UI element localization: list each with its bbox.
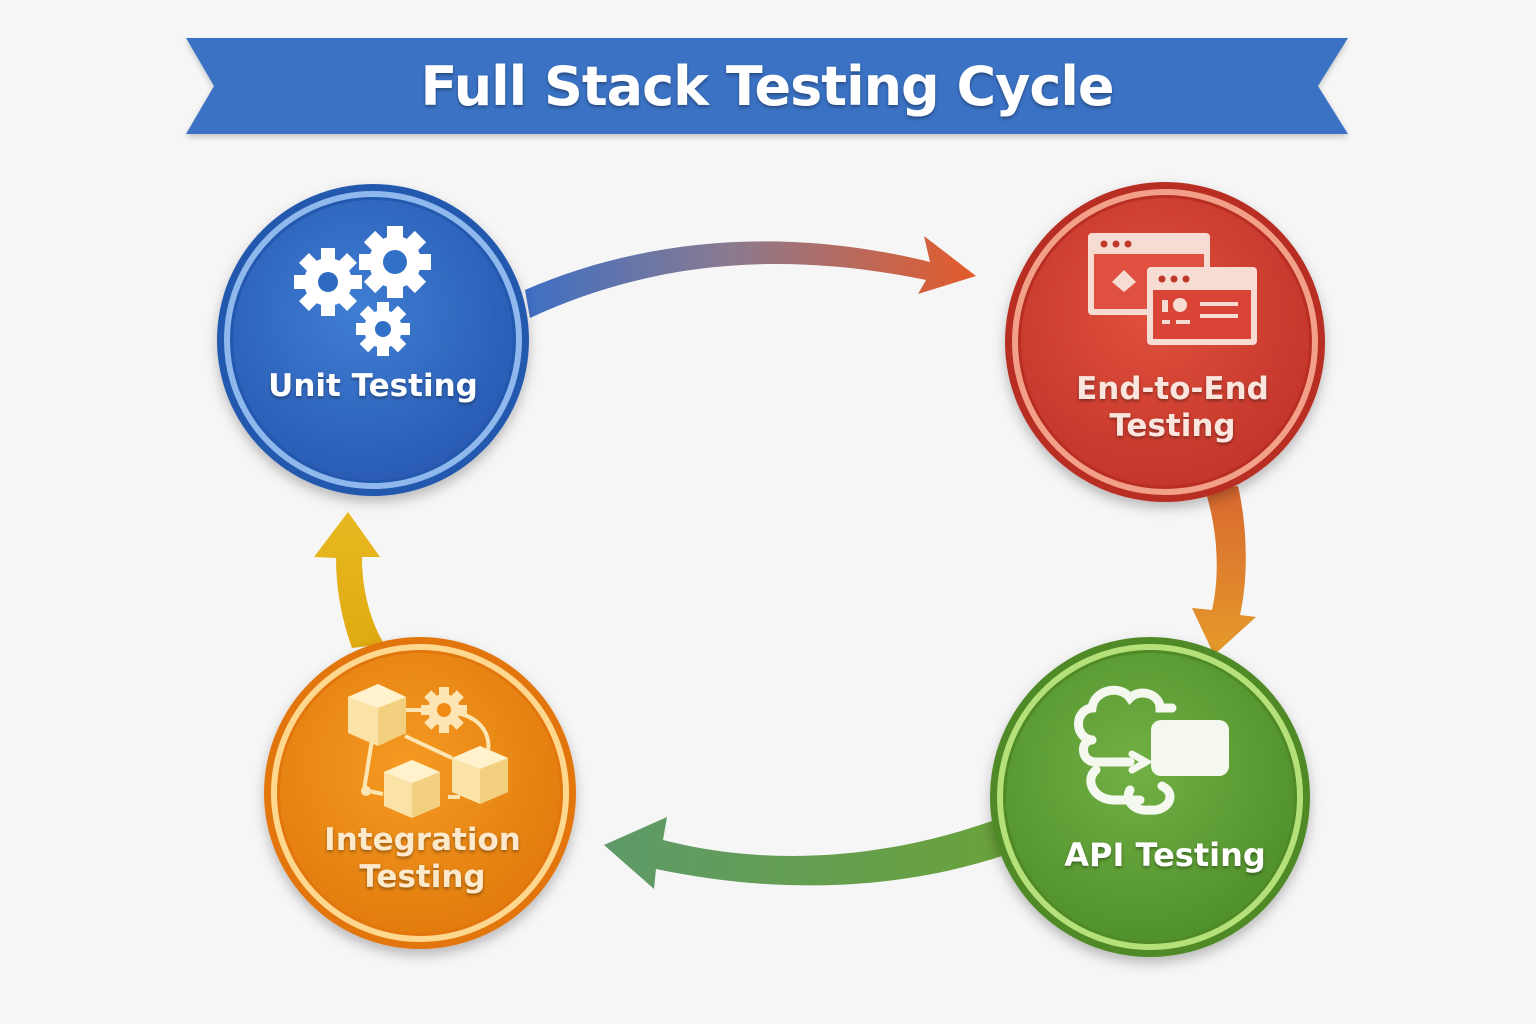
arrow-unit-to-e2e	[525, 236, 976, 318]
label-end-to-end-testing: End-to-End Testing	[1025, 371, 1320, 445]
label-line: API Testing	[1064, 836, 1266, 874]
node-integration-testing[interactable]	[264, 637, 576, 949]
connected-cubes-icon	[348, 684, 508, 818]
label-integration-testing: Integration Testing	[280, 822, 565, 896]
arrow-integration-to-unit	[314, 512, 384, 648]
node-end-to-end-testing[interactable]	[1005, 182, 1325, 502]
label-line: Testing	[1109, 408, 1236, 445]
label-unit-testing: Unit Testing	[233, 368, 513, 405]
node-api-testing[interactable]	[990, 637, 1310, 957]
arrow-api-to-integration	[604, 817, 1005, 889]
browser-windows-icon	[1088, 233, 1257, 345]
label-line: Testing	[359, 859, 486, 896]
label-line: Unit Testing	[268, 368, 478, 404]
label-line: Integration	[324, 822, 521, 858]
label-api-testing: API Testing	[1020, 836, 1310, 874]
arrow-e2e-to-api	[1192, 486, 1256, 655]
cloud-api-exchange-icon	[1074, 685, 1229, 815]
page-title: Full Stack Testing Cycle	[420, 54, 1115, 118]
title-banner	[186, 38, 1348, 134]
node-unit-testing[interactable]	[217, 184, 529, 496]
gears-icon	[294, 226, 431, 356]
label-line: End-to-End	[1076, 371, 1269, 407]
